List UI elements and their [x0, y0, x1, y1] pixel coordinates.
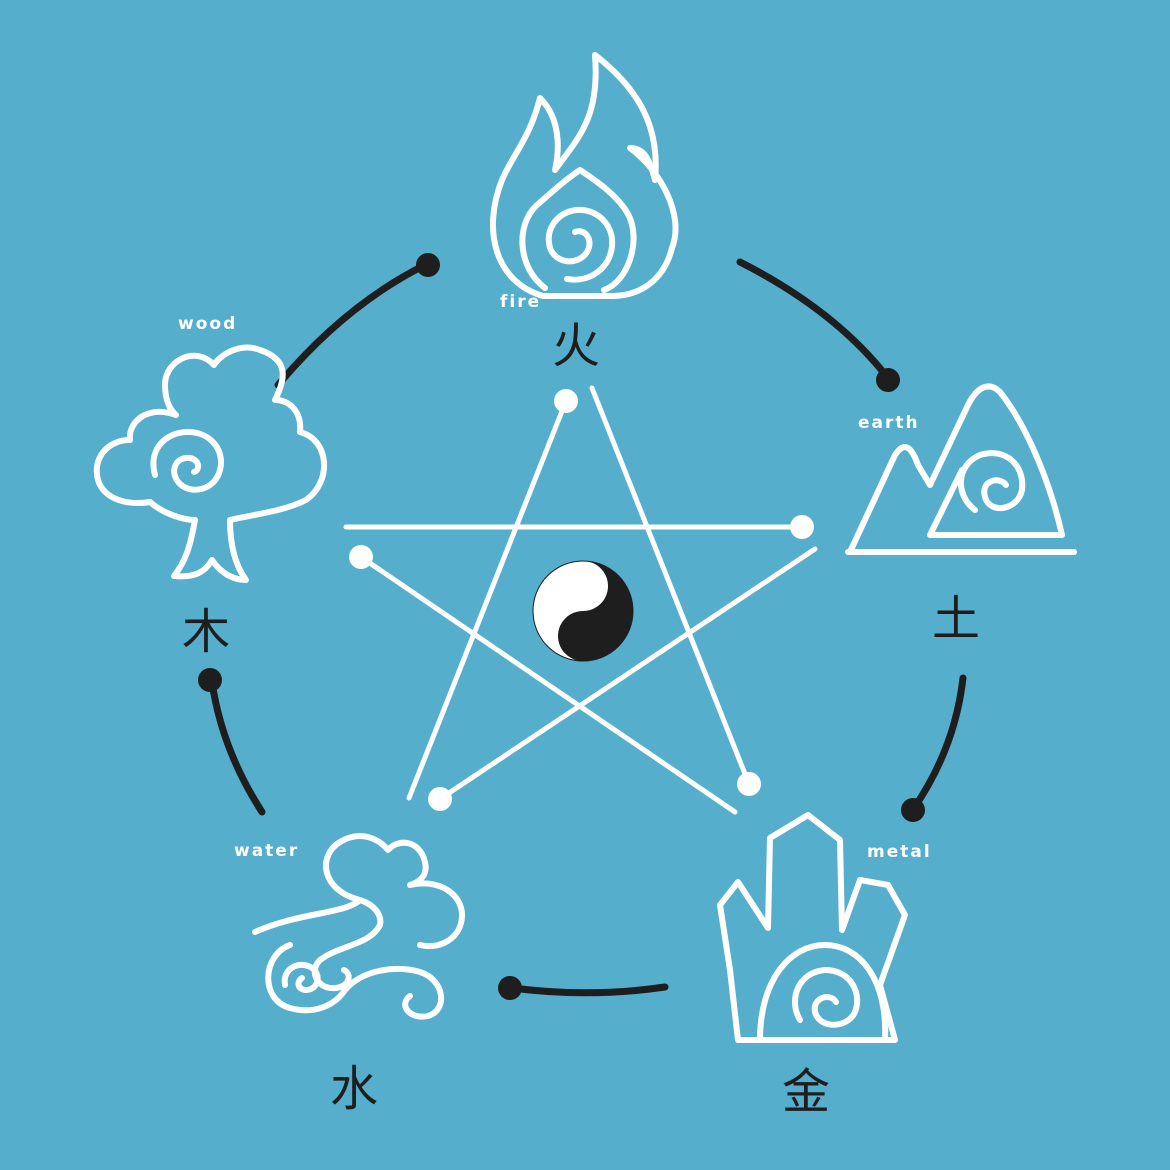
- star-line: [437, 546, 818, 802]
- yin-yang-icon: [532, 560, 634, 662]
- crystal-arch-icon: [757, 942, 889, 1043]
- star-node: [554, 389, 578, 413]
- generating-cycle: [198, 253, 967, 1000]
- cycle-dot-fire: [416, 253, 440, 277]
- star-line: [406, 398, 569, 801]
- metal-label: metal: [867, 842, 932, 862]
- star-node: [790, 515, 814, 539]
- wood-label: wood: [178, 314, 237, 334]
- water-hanzi: 水: [330, 1061, 378, 1117]
- water-element: water 水: [234, 833, 465, 1117]
- flame-inner-icon: [519, 167, 637, 293]
- crystal-icon: [717, 812, 908, 1043]
- flame-icon: [489, 52, 679, 299]
- tree-icon: [93, 344, 328, 583]
- mountain-icon: [847, 383, 1065, 555]
- metal-element: metal 金: [717, 812, 932, 1120]
- star-node: [737, 772, 761, 796]
- cycle-dot-wood: [198, 668, 222, 692]
- cycle-dot-earth: [876, 368, 900, 392]
- cycle-dot-water: [498, 976, 522, 1000]
- wood-hanzi: 木: [182, 604, 230, 660]
- tree-spiral-icon: [150, 429, 225, 493]
- cycle-dot-metal: [901, 798, 925, 822]
- star-node: [349, 545, 373, 569]
- fire-spiral-icon: [545, 206, 616, 283]
- earth-hanzi: 土: [932, 591, 980, 647]
- earth-spiral-icon: [958, 450, 1026, 513]
- cycle-arc-metal-to-water: [508, 983, 669, 997]
- water-spiral-icon: [281, 961, 321, 993]
- fire-hanzi: 火: [552, 318, 600, 374]
- star-node: [428, 787, 452, 811]
- cycle-arc-water-to-wood: [208, 678, 266, 816]
- earth-element: earth 土: [845, 383, 1077, 647]
- wave-icon: [311, 897, 384, 992]
- wood-element: wood 木: [93, 314, 328, 660]
- cycle-arc-earth-to-metal: [910, 674, 967, 812]
- cycle-arc-wood-to-fire: [274, 261, 429, 389]
- cycle-arc-fire-to-earth: [736, 258, 892, 382]
- fire-element: fire 火: [489, 52, 679, 374]
- earth-label: earth: [858, 413, 920, 433]
- star-line: [358, 554, 738, 815]
- metal-hanzi: 金: [782, 1064, 830, 1120]
- controlling-star: [343, 385, 818, 815]
- fire-label: fire: [500, 292, 541, 312]
- metal-spiral-icon: [792, 967, 861, 1028]
- water-label: water: [234, 841, 299, 861]
- star-line: [589, 385, 752, 787]
- water-swirl-icon: [265, 942, 445, 1020]
